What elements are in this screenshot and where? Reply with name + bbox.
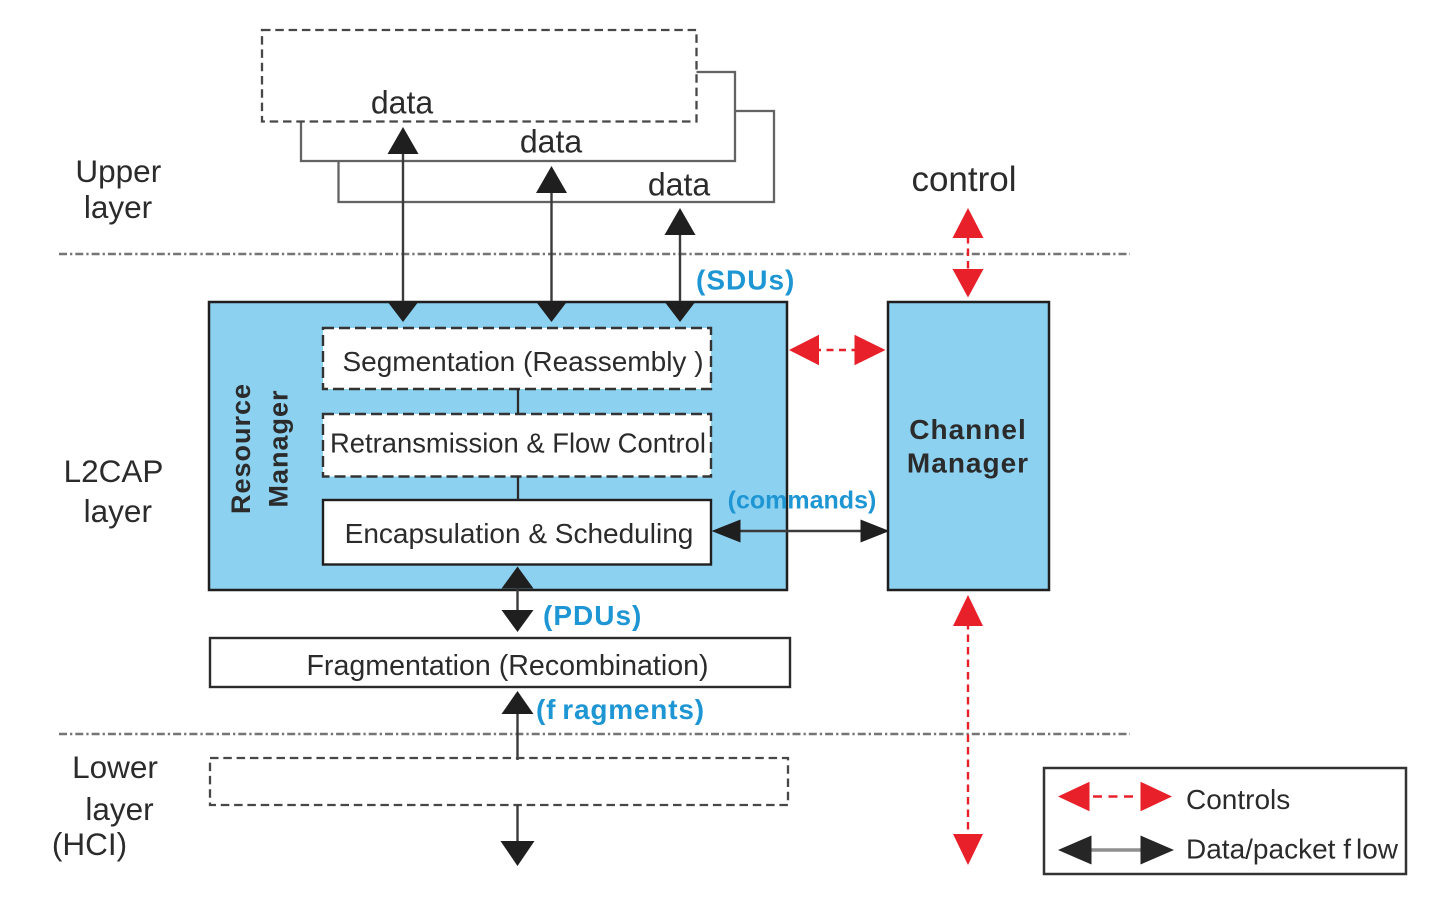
svg-text:Upper: Upper (75, 153, 161, 189)
svg-text:layer: layer (85, 791, 153, 827)
svg-text:(PDUs): (PDUs) (543, 600, 642, 631)
svg-text:Manager: Manager (907, 448, 1029, 479)
svg-text:Manager: Manager (264, 389, 294, 507)
svg-text:Retransmission & Flow Control: Retransmission & Flow Control (330, 428, 706, 459)
svg-text:control: control (911, 160, 1016, 199)
svg-text:data: data (371, 85, 433, 121)
svg-text:Encapsulation & Scheduling: Encapsulation & Scheduling (345, 518, 694, 549)
svg-text:Resource: Resource (226, 383, 256, 514)
svg-text:layer: layer (84, 189, 152, 225)
svg-text:(SDUs): (SDUs) (696, 265, 795, 296)
svg-text:Controls: Controls (1186, 784, 1290, 815)
svg-text:layer: layer (84, 493, 152, 529)
svg-text:data: data (520, 124, 582, 160)
svg-text:(commands): (commands) (728, 487, 877, 515)
svg-text:data: data (648, 167, 710, 203)
svg-text:Lower: Lower (72, 749, 158, 785)
svg-text:L2CAP: L2CAP (64, 453, 164, 489)
svg-text:Fragmentation (Recombination): Fragmentation (Recombination) (306, 650, 708, 682)
svg-text:(HCI): (HCI) (52, 826, 127, 862)
svg-text:Segmentation (Reassembly ): Segmentation (Reassembly ) (342, 346, 703, 377)
svg-text:Channel: Channel (909, 414, 1026, 445)
